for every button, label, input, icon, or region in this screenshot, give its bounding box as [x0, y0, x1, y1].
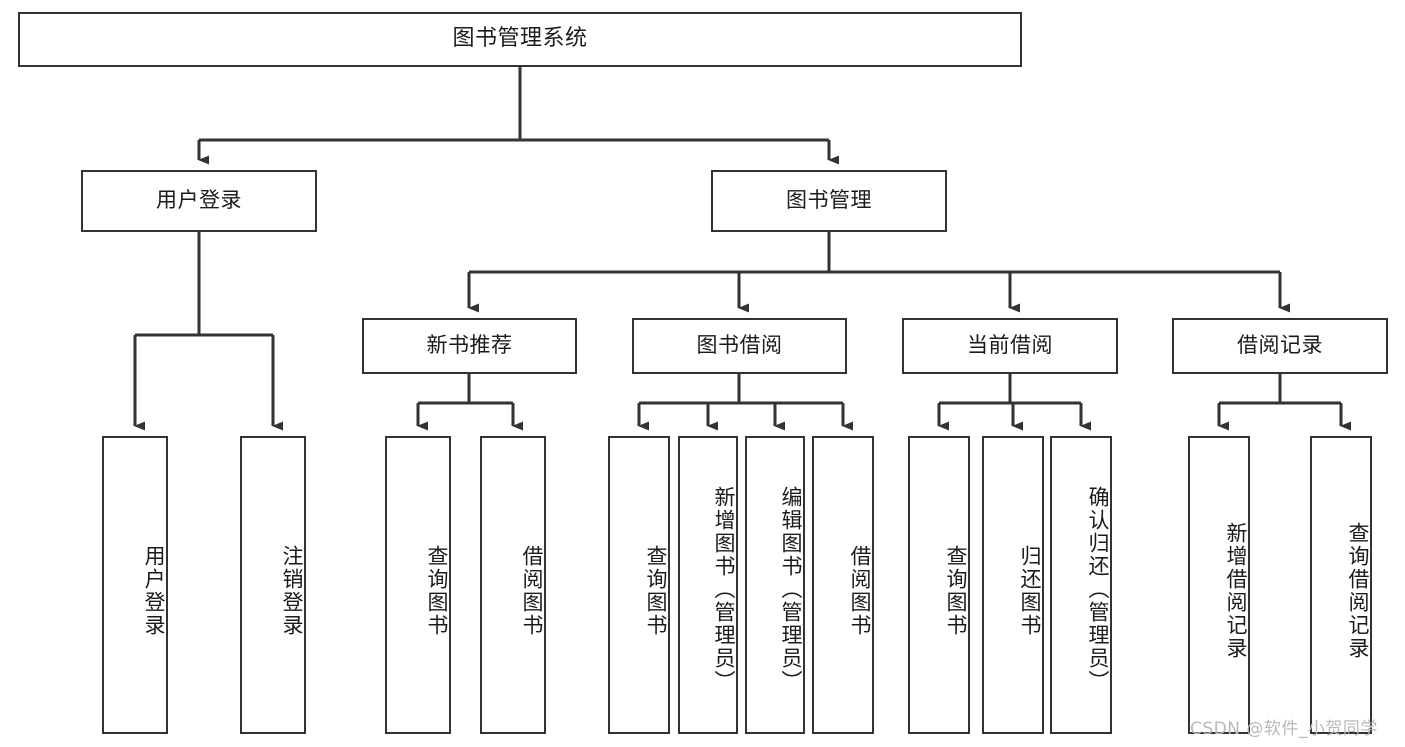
node-user-login[interactable]: 用户登录: [81, 170, 317, 232]
node-label: 新增借阅记录: [1224, 522, 1248, 660]
node-label: 用户登录: [156, 188, 242, 213]
node-label: 图书借阅: [696, 333, 783, 358]
node-label: 查询图书: [644, 545, 668, 637]
node-borrow-record[interactable]: 借阅记录: [1172, 318, 1388, 374]
node-leaf-confirm-return-admin[interactable]: 确认归还（管理员）: [1050, 436, 1112, 734]
node-leaf-add-book-admin[interactable]: 新增图书（管理员）: [678, 436, 738, 734]
node-leaf-add-borrow-record[interactable]: 新增借阅记录: [1188, 436, 1250, 734]
node-leaf-edit-book-admin[interactable]: 编辑图书（管理员）: [745, 436, 805, 734]
node-label: 注销登录: [280, 545, 304, 637]
node-label: 借阅图书: [848, 545, 872, 637]
node-leaf-query-book-1[interactable]: 查询图书: [385, 436, 451, 734]
node-label: 查询图书: [425, 545, 449, 637]
node-book-manage[interactable]: 图书管理: [711, 170, 947, 232]
node-label: 编辑图书（管理员）: [779, 485, 803, 693]
node-new-book-recommend[interactable]: 新书推荐: [362, 318, 577, 374]
node-label: 查询图书: [944, 545, 968, 637]
node-label: 归还图书: [1018, 545, 1042, 637]
node-leaf-user-login[interactable]: 用户登录: [102, 436, 168, 734]
node-label: 新增图书（管理员）: [712, 485, 736, 693]
node-leaf-borrow-book-1[interactable]: 借阅图书: [480, 436, 546, 734]
node-leaf-query-book-2[interactable]: 查询图书: [608, 436, 670, 734]
node-label: 借阅记录: [1237, 333, 1323, 358]
node-label: 借阅图书: [520, 545, 544, 637]
node-label: 新书推荐: [426, 333, 513, 358]
node-root-book-management-system[interactable]: 图书管理系统: [18, 12, 1022, 67]
node-current-borrow[interactable]: 当前借阅: [902, 318, 1118, 374]
node-label: 图书管理系统: [452, 26, 588, 52]
node-leaf-logout[interactable]: 注销登录: [240, 436, 306, 734]
node-leaf-borrow-book-2[interactable]: 借阅图书: [812, 436, 874, 734]
node-leaf-query-book-3[interactable]: 查询图书: [908, 436, 970, 734]
node-label: 当前借阅: [967, 333, 1053, 358]
node-label: 查询借阅记录: [1346, 522, 1370, 660]
csdn-watermark: CSDN @软件_小贺同学: [1190, 719, 1378, 739]
node-leaf-return-book[interactable]: 归还图书: [982, 436, 1044, 734]
node-leaf-query-borrow-record[interactable]: 查询借阅记录: [1310, 436, 1372, 734]
node-label: 图书管理: [786, 188, 872, 213]
node-label: 确认归还（管理员）: [1086, 485, 1110, 693]
node-book-borrow[interactable]: 图书借阅: [632, 318, 847, 374]
node-label: 用户登录: [142, 545, 166, 637]
